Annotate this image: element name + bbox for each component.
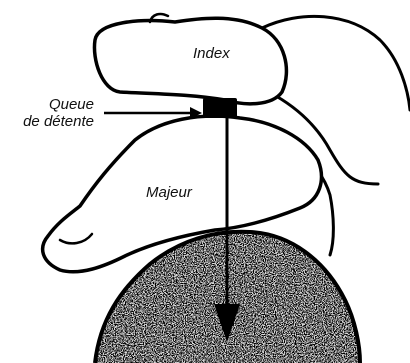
trigger-label: Queue de détente xyxy=(23,96,94,130)
majeur-label: Majeur xyxy=(146,184,192,201)
index-finger-outline xyxy=(94,18,286,104)
trigger-label-line2: de détente xyxy=(23,113,94,130)
trigger-block xyxy=(203,98,237,118)
trigger-label-line1: Queue xyxy=(23,96,94,113)
index-label: Index xyxy=(193,45,230,62)
